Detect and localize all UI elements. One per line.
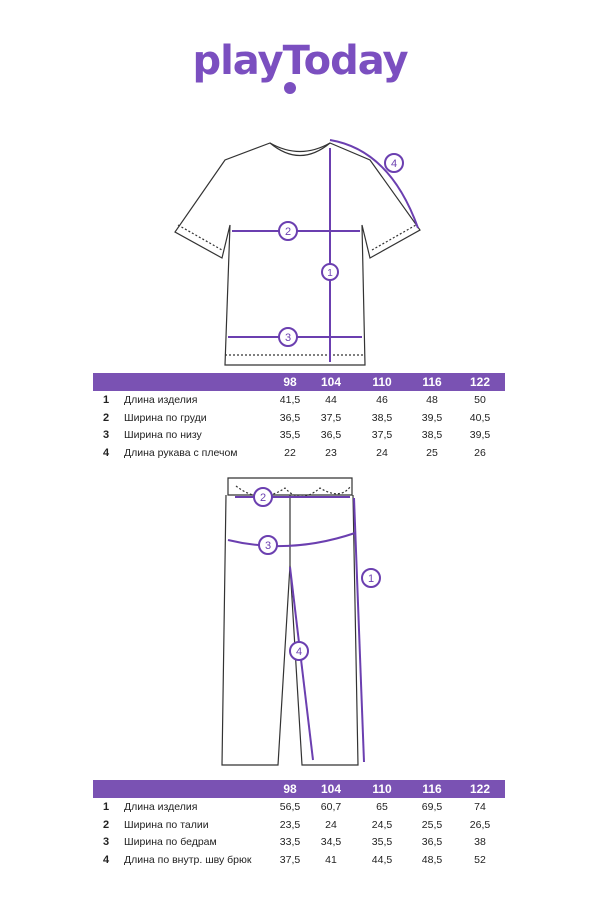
table-header: 98 104 110 116 122 [93,780,505,798]
row-number: 4 [103,853,110,866]
cell-value: 35,5 [371,836,393,848]
cell-value: 35,5 [279,429,301,441]
cell-value: 36,5 [421,836,443,848]
size-header: 122 [469,782,491,796]
size-header: 122 [469,375,491,389]
tshirt-measure-lines [228,139,419,362]
cell-value: 38 [474,836,486,848]
marker-3: 3 [285,332,291,344]
size-header: 110 [372,375,392,389]
cell-value: 25 [426,446,438,459]
size-header: 104 [320,375,342,389]
row-label: Ширина по талии [124,818,209,831]
cell-value: 46 [376,394,388,406]
cell-value: 36,5 [279,411,301,424]
cell-value: 34,5 [320,836,342,848]
size-header: 110 [372,782,392,796]
row-number: 1 [103,801,110,813]
pants-markers: 2 3 1 4 [253,487,381,661]
pants-diagram: 2 3 1 4 [221,477,381,766]
cell-value: 37,5 [320,411,342,424]
cell-value: 33,5 [279,836,301,848]
row-number: 3 [103,429,110,441]
cell-value: 37,5 [371,429,393,441]
row-number: 2 [103,411,110,424]
row-label: Ширина по низу [124,429,202,441]
row-label: Длина изделия [124,394,198,406]
cell-value: 37,5 [279,853,301,866]
table-row: 1 Длина изделия 56,5 60,7 65 69,5 74 [93,798,505,816]
cell-value: 26 [474,446,486,459]
table-row: 1 Длина изделия 41,5 44 46 48 50 [93,391,505,409]
cell-value: 39,5 [469,429,491,441]
cell-value: 23,5 [279,818,301,831]
cell-value: 38,5 [371,411,393,424]
tshirt-diagram: 1 2 3 4 [174,139,421,366]
cell-value: 39,5 [421,411,443,424]
cell-value: 69,5 [421,801,443,813]
table-row: 4 Длина рукава с плечом 22 23 24 25 26 [93,444,505,462]
pants-outline [221,477,359,766]
marker-1: 1 [327,268,333,279]
cell-value: 44,5 [371,853,393,866]
cell-value: 24 [325,818,337,831]
marker-4: 4 [391,158,397,170]
row-label: Длина по внутр. шву брюк [124,853,252,866]
cell-value: 25,5 [421,818,443,831]
table-header: 98 104 110 116 122 [93,373,505,391]
row-label: Ширина по бедрам [124,836,217,848]
marker-3: 3 [265,540,271,552]
cell-value: 56,5 [279,801,301,813]
cell-value: 60,7 [320,801,342,813]
cell-value: 36,5 [320,429,342,441]
table-row: 3 Ширина по низу 35,5 36,5 37,5 38,5 39,5 [93,426,505,444]
brand-logo: playToday [192,38,408,84]
cell-value: 50 [474,394,486,406]
marker-2: 2 [285,226,291,238]
cell-value: 65 [376,801,388,813]
size-header: 116 [422,782,442,796]
marker-4: 4 [296,646,302,658]
table-row: 2 Ширина по груди 36,5 37,5 38,5 39,5 40,5 [93,409,505,427]
cell-value: 38,5 [421,429,443,441]
cell-value: 52 [474,853,486,866]
cell-value: 40,5 [469,411,491,424]
cell-value: 22 [284,446,296,459]
row-number: 1 [103,394,110,406]
size-header: 98 [283,375,297,389]
size-header: 104 [320,782,342,796]
size-header: 116 [422,375,442,389]
row-label: Длина рукава с плечом [124,446,238,459]
table-row: 3 Ширина по бедрам 33,5 34,5 35,5 36,5 38 [93,833,505,851]
row-number: 3 [103,836,110,848]
size-header: 98 [283,782,297,796]
row-number: 2 [103,818,110,831]
row-number: 4 [103,446,110,459]
cell-value: 41 [325,853,337,866]
cell-value: 41,5 [279,394,301,406]
tshirt-markers: 1 2 3 4 [278,153,404,347]
logo-dot [284,82,296,94]
cell-value: 23 [325,446,337,459]
marker-1: 1 [368,573,374,585]
cell-value: 74 [474,801,486,813]
row-label: Длина изделия [124,801,198,813]
cell-value: 26,5 [469,818,491,831]
pants-measure-lines [227,496,365,763]
pants-size-table: 98 104 110 116 122 1 Длина изделия 56,5 60,… [93,780,505,868]
table-row: 2 Ширина по талии 23,5 24 24,5 25,5 26,5 [93,816,505,834]
cell-value: 24,5 [371,818,393,831]
marker-2: 2 [260,492,266,504]
cell-value: 48 [426,394,438,406]
cell-value: 44 [325,394,337,406]
cell-value: 48,5 [421,853,443,866]
row-label: Ширина по груди [124,411,207,424]
cell-value: 24 [376,446,388,459]
tshirt-outline [174,142,421,366]
table-row: 4 Длина по внутр. шву брюк 37,5 41 44,5 48,5 5… [93,851,505,869]
